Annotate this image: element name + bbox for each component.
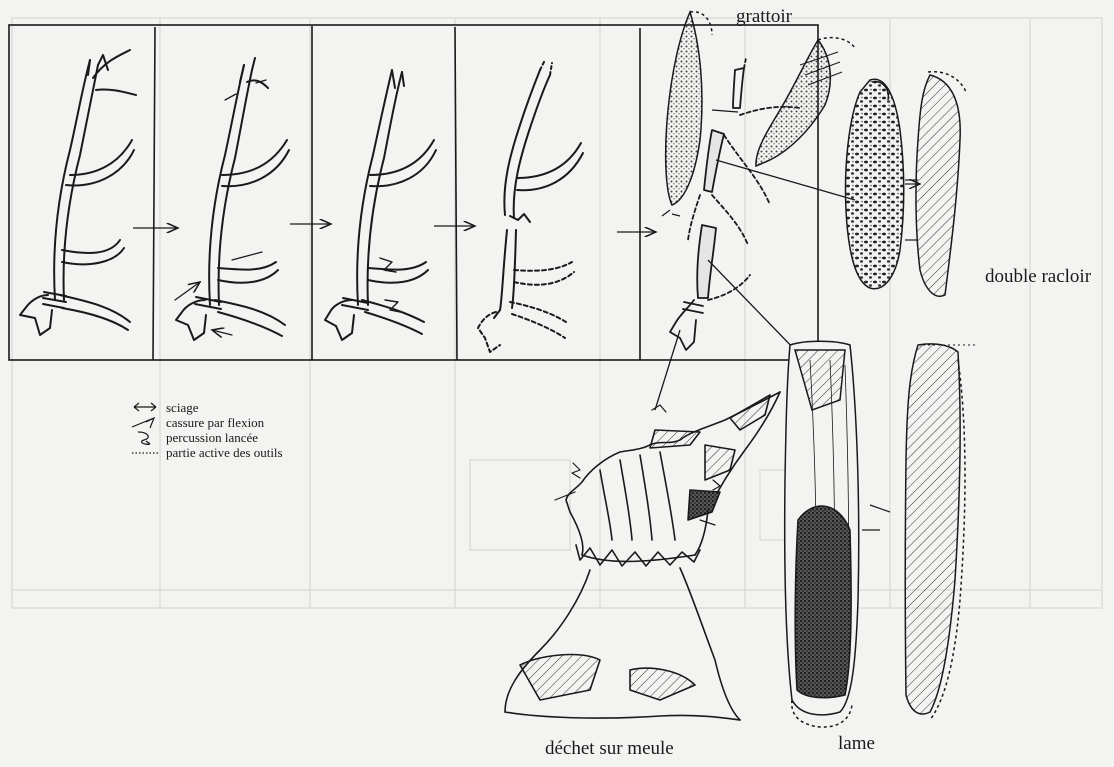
antler-stage-4 — [478, 60, 583, 352]
legend: sciage cassure par flexion percussion la… — [130, 400, 283, 460]
legend-text: percussion lancée — [166, 430, 258, 445]
lame-label: lame — [838, 733, 875, 755]
legend-text: sciage — [166, 400, 198, 415]
legend-row-percussion: percussion lancée — [130, 430, 283, 445]
antler-stage-2 — [175, 58, 289, 340]
legend-text: partie active des outils — [166, 445, 283, 460]
double-racloir-label: double racloir — [985, 266, 1091, 288]
antler-stage-1 — [20, 50, 136, 335]
grattoir-label: grattoir — [736, 6, 792, 28]
dechet-sur-meule-tool — [505, 392, 780, 720]
flexion-break-icon — [130, 415, 166, 430]
legend-text: cassure par flexion — [166, 415, 264, 430]
legend-row-flexion: cassure par flexion — [130, 415, 283, 430]
lame-tool — [785, 341, 975, 727]
curved-impact-icon — [130, 430, 166, 445]
flake-tool — [756, 38, 855, 166]
double-arrow-icon — [130, 400, 166, 415]
dechet-sur-meule-label: déchet sur meule — [545, 738, 674, 760]
dotted-line-icon — [130, 445, 166, 460]
legend-row-sciage: sciage — [130, 400, 283, 415]
antler-stage-3 — [325, 70, 436, 340]
legend-row-partie-active: partie active des outils — [130, 445, 283, 460]
